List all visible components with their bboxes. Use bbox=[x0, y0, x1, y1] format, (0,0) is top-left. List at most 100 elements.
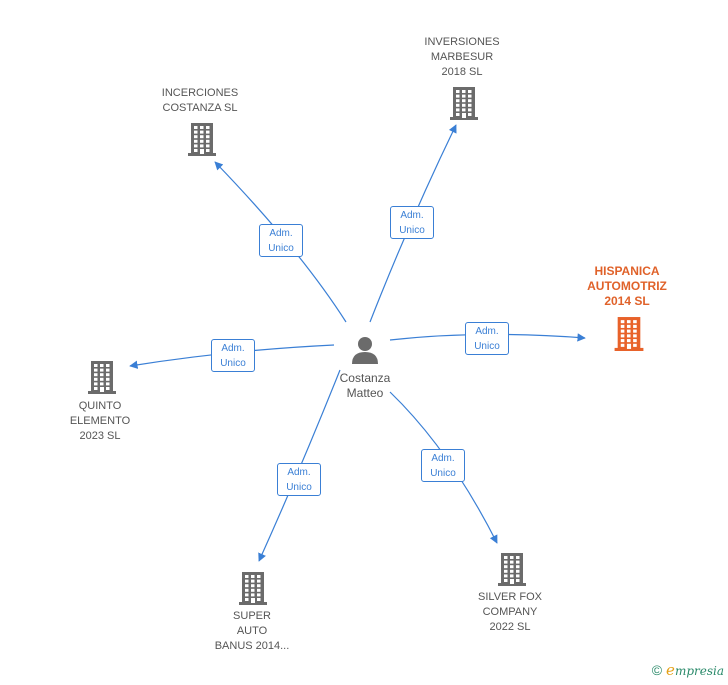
person-icon[interactable] bbox=[350, 336, 380, 364]
building-window bbox=[106, 382, 110, 386]
building-window bbox=[257, 588, 261, 592]
building-window bbox=[206, 139, 210, 143]
building-window bbox=[504, 569, 508, 573]
building-window bbox=[100, 373, 104, 377]
company-label-super[interactable]: SUPER AUTO BANUS 2014... bbox=[192, 609, 312, 654]
edge-label-incerciones[interactable]: Adm. Unico bbox=[259, 224, 303, 257]
building-door bbox=[251, 598, 255, 603]
building-icon[interactable] bbox=[87, 360, 117, 394]
building-window bbox=[200, 130, 204, 134]
edge-label-line2: Unico bbox=[286, 482, 312, 493]
building-window bbox=[504, 560, 508, 564]
building-window bbox=[106, 377, 110, 381]
building-window bbox=[100, 368, 104, 372]
building-window bbox=[200, 144, 204, 148]
building-window bbox=[257, 593, 261, 597]
edge-label-line1: Adm. bbox=[221, 343, 245, 354]
building-window bbox=[94, 368, 98, 372]
company-line: 2018 SL bbox=[441, 66, 483, 78]
building-window bbox=[245, 588, 249, 592]
company-line: BANUS 2014... bbox=[214, 640, 290, 652]
brand-footer[interactable]: ©empresia bbox=[652, 661, 724, 679]
building-window bbox=[251, 588, 255, 592]
edge-label-inversiones[interactable]: Adm. Unico bbox=[390, 206, 434, 239]
person-name-line2: Matteo bbox=[346, 386, 384, 400]
edge-label-quinto[interactable]: Adm. Unico bbox=[211, 339, 255, 372]
building-icon-highlighted[interactable] bbox=[613, 316, 645, 351]
building-window bbox=[106, 373, 110, 377]
company-label-inversiones[interactable]: INVERSIONES MARBESUR 2018 SL bbox=[402, 35, 522, 80]
edge-label-line1: Adm. bbox=[475, 326, 499, 337]
building-window bbox=[245, 575, 249, 578]
brand-name: mpresia bbox=[674, 664, 724, 678]
building-window bbox=[251, 575, 255, 578]
building-window bbox=[626, 334, 631, 338]
building-window bbox=[456, 113, 460, 116]
building-window bbox=[626, 320, 631, 324]
building-window bbox=[106, 368, 110, 372]
company-line: SILVER FOX bbox=[478, 591, 542, 603]
building-window bbox=[94, 373, 98, 377]
building-window bbox=[257, 575, 261, 578]
building-window bbox=[456, 108, 460, 112]
company-line: INVERSIONES bbox=[424, 36, 500, 48]
building-window bbox=[100, 382, 104, 386]
company-label-quinto[interactable]: QUINTO ELEMENTO 2023 SL bbox=[40, 399, 160, 444]
building-window bbox=[206, 135, 210, 139]
person-name-line1: Costanza bbox=[339, 371, 391, 385]
building-window bbox=[194, 149, 198, 152]
building-icon[interactable] bbox=[449, 86, 479, 120]
building-window bbox=[456, 90, 460, 93]
building-window bbox=[462, 108, 466, 112]
building-window bbox=[106, 364, 110, 367]
building-window bbox=[100, 377, 104, 381]
building-window bbox=[626, 339, 631, 343]
building-window bbox=[504, 565, 508, 569]
edge-label-line2: Unico bbox=[474, 341, 500, 352]
building-window bbox=[200, 126, 204, 129]
building-window bbox=[510, 556, 514, 559]
building-window bbox=[516, 574, 520, 578]
company-line: HISPANICA bbox=[594, 264, 660, 278]
building-window bbox=[206, 126, 210, 129]
company-line: 2022 SL bbox=[489, 621, 531, 633]
edge-label-line2: Unico bbox=[399, 225, 425, 236]
building-window bbox=[462, 94, 466, 98]
company-line: COMPANY bbox=[482, 606, 538, 618]
company-line: QUINTO bbox=[78, 400, 122, 412]
copyright-icon: © bbox=[651, 662, 663, 678]
company-line: INCERCIONES bbox=[161, 87, 239, 99]
building-window bbox=[516, 560, 520, 564]
person-name[interactable]: Costanza Matteo bbox=[325, 371, 405, 401]
building-window bbox=[206, 130, 210, 134]
building-window bbox=[462, 99, 466, 103]
edge-label-silverfox[interactable]: Adm. Unico bbox=[421, 449, 465, 482]
building-window bbox=[106, 387, 110, 390]
edge-label-super[interactable]: Adm. Unico bbox=[277, 463, 321, 496]
company-line: ELEMENTO bbox=[69, 415, 131, 427]
building-window bbox=[100, 364, 104, 367]
building-window bbox=[504, 556, 508, 559]
building-window bbox=[194, 144, 198, 148]
building-window bbox=[194, 126, 198, 129]
building-window bbox=[257, 579, 261, 583]
building-door bbox=[462, 113, 466, 118]
building-icon[interactable] bbox=[497, 552, 527, 586]
edge-label-hispanica[interactable]: Adm. Unico bbox=[465, 322, 509, 355]
company-label-incerciones[interactable]: INCERCIONES COSTANZA SL bbox=[140, 86, 260, 116]
building-icon[interactable] bbox=[238, 571, 268, 605]
building-window bbox=[200, 135, 204, 139]
company-label-silverfox[interactable]: SILVER FOX COMPANY 2022 SL bbox=[450, 590, 570, 635]
building-window bbox=[245, 593, 249, 597]
edge-label-line1: Adm. bbox=[287, 467, 311, 478]
building-window bbox=[251, 593, 255, 597]
company-label-hispanica[interactable]: HISPANICA AUTOMOTRIZ 2014 SL bbox=[567, 264, 687, 309]
building-icon[interactable] bbox=[187, 122, 217, 156]
building-door bbox=[100, 387, 104, 392]
building-base bbox=[88, 391, 116, 394]
building-window bbox=[257, 598, 261, 601]
building-window bbox=[516, 579, 520, 582]
edge-label-line2: Unico bbox=[268, 243, 294, 254]
building-window bbox=[516, 565, 520, 569]
building-window bbox=[504, 574, 508, 578]
